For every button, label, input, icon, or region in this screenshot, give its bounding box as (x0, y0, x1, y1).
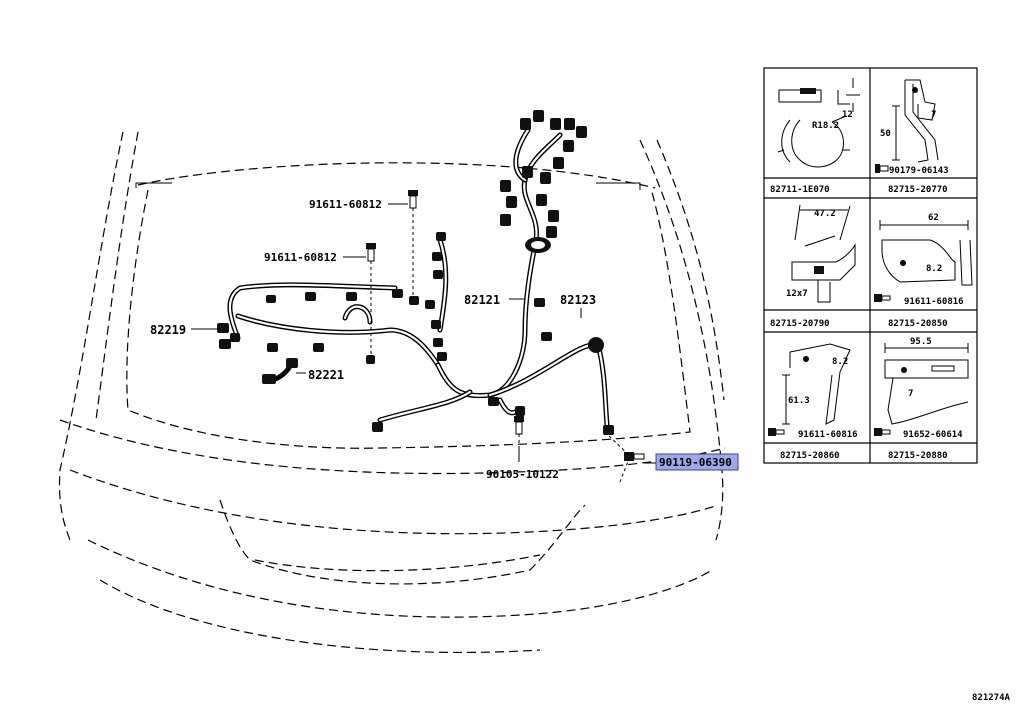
callout-harness-right[interactable]: 82123 (560, 293, 596, 307)
bracket-drawing-3 (791, 204, 856, 303)
dim-5a: 8.2 (832, 357, 848, 367)
dim-2a: 50 (880, 129, 891, 139)
dim-4b: 8.2 (926, 264, 942, 274)
dim-6a: 95.5 (910, 337, 932, 347)
fastener-icon (768, 428, 785, 436)
car-body-outline (58, 131, 726, 654)
part-label-5[interactable]: 82715-20860 (780, 451, 840, 461)
fastener-2: 90179-06143 (889, 166, 949, 176)
fastener-6: 91652-60614 (903, 430, 963, 440)
fastener-icon (875, 164, 889, 173)
fastener-4: 91611-60816 (904, 297, 964, 307)
dim-3a: 47.2 (814, 209, 836, 219)
bolt-icon (514, 416, 524, 435)
callout-bolt-right-highlighted[interactable]: 90119-06390 (659, 456, 732, 469)
bracket-drawing-4 (879, 220, 973, 286)
part-label-4[interactable]: 82715-20850 (888, 319, 948, 329)
harness-connectors (217, 110, 614, 435)
callout-connector-small[interactable]: 82221 (308, 368, 344, 382)
diagram-code: 821274A (972, 693, 1011, 703)
wire-harness (227, 127, 610, 428)
bracket-drawing-6 (884, 343, 969, 425)
part-label-2[interactable]: 82715-20770 (888, 185, 948, 195)
callout-leaders (191, 203, 656, 464)
fastener-5: 91611-60816 (798, 430, 858, 440)
parts-table: 12 R18.2 50 7 90179-06143 47.2 (763, 67, 978, 464)
highlight-box (655, 453, 739, 471)
bolt-icon (408, 190, 418, 209)
part-label-1[interactable]: 82711-1E070 (770, 185, 830, 195)
callout-bolt-mid[interactable]: 91611-60812 (264, 251, 337, 264)
bracket-drawing-5 (782, 343, 851, 425)
part-label-3[interactable]: 82715-20790 (770, 319, 830, 329)
fastener-icon (874, 294, 891, 302)
dim-4a: 62 (928, 213, 939, 223)
dim-5b: 61.3 (788, 396, 810, 406)
callout-bolt-top[interactable]: 91611-60812 (309, 198, 382, 211)
part-label-6[interactable]: 82715-20880 (888, 451, 948, 461)
dim-2b: 7 (931, 110, 936, 120)
bolt-icons (366, 190, 645, 461)
fastener-icon (874, 428, 891, 436)
dim-3b: 12x7 (786, 289, 808, 299)
dim-6b: 7 (908, 389, 913, 399)
dim-1b: R18.2 (812, 121, 839, 131)
clip-drawing-1 (777, 78, 860, 168)
bolt-icon (366, 243, 376, 262)
callout-harness-main[interactable]: 82121 (464, 293, 500, 307)
callout-bolt-center[interactable]: 90105-10122 (486, 468, 559, 481)
callout-harness-left[interactable]: 82219 (150, 323, 186, 337)
dim-1a: 12 (842, 110, 853, 120)
bracket-drawing-2 (892, 79, 939, 163)
bolt-icon (624, 452, 645, 461)
